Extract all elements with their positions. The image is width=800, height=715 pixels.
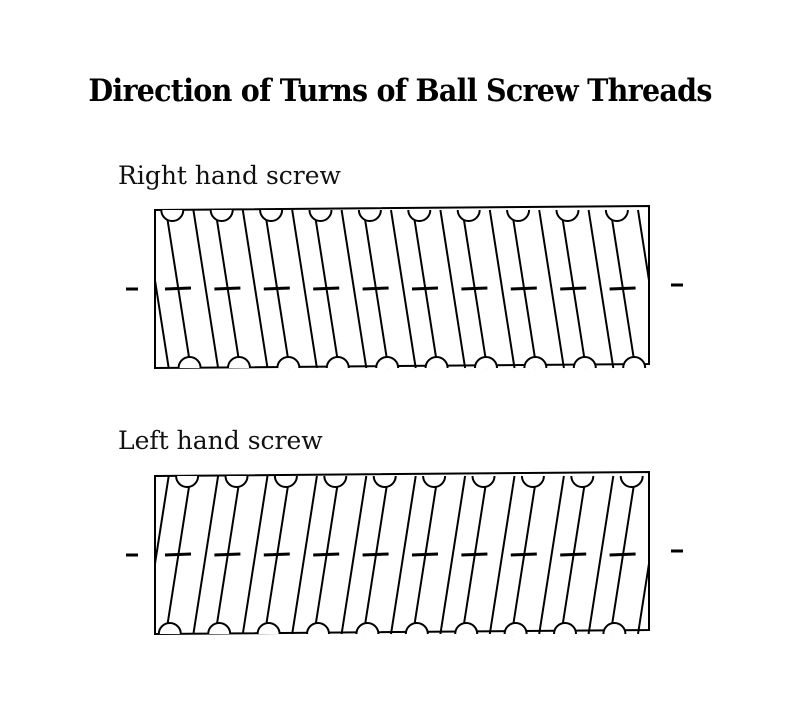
ball-groove-top [422, 475, 447, 488]
ball-groove-top [555, 209, 580, 222]
center-axis-dash [214, 552, 241, 557]
ball-groove-top [619, 475, 644, 488]
ball-groove-top [209, 209, 234, 222]
center-axis-dash [164, 286, 192, 291]
ball-groove-bottom [325, 356, 350, 369]
thread-groove-line [241, 475, 269, 635]
ball-groove-top [407, 209, 432, 222]
ball-groove-bottom [503, 622, 528, 635]
center-axis-dash [313, 552, 340, 557]
screw-body-outline [154, 204, 650, 370]
ball-groove-bottom [355, 622, 380, 635]
center-axis-dash [164, 552, 192, 557]
thread-groove-line [538, 475, 565, 635]
thread-groove-line [488, 475, 516, 635]
thread-groove-line [439, 209, 467, 369]
ball-groove-bottom [602, 622, 627, 635]
thread-groove-line [192, 209, 220, 369]
ball-groove-bottom [375, 356, 400, 369]
thread-groove-line [390, 209, 417, 369]
ball-groove-top [175, 475, 200, 488]
thread-groove-line [154, 280, 170, 369]
ball-groove-top [456, 209, 481, 222]
thread-groove-line [154, 475, 170, 564]
thread-groove-line [637, 563, 650, 635]
center-axis-dash [510, 286, 537, 291]
center-axis-dash [560, 552, 587, 557]
thread-groove-line [192, 475, 220, 635]
center-axis-dash [214, 286, 241, 291]
ball-groove-bottom [207, 622, 232, 635]
thread-groove-line [390, 475, 417, 635]
ball-groove-top [224, 475, 249, 488]
thread-groove-line [340, 475, 368, 635]
ball-groove-top [323, 475, 348, 488]
thread-groove-line [241, 209, 269, 369]
ball-groove-bottom [572, 356, 597, 369]
center-axis-dash [560, 286, 587, 291]
center-axis-dash [411, 286, 439, 291]
right-hand-screw-label: Right hand screw [118, 161, 341, 190]
center-axis-dash [362, 552, 389, 557]
thread-groove-line [587, 475, 615, 635]
ball-groove-bottom [523, 356, 548, 369]
ball-groove-bottom [473, 356, 498, 369]
ball-groove-top [520, 475, 545, 488]
center-axis-dash [510, 552, 537, 557]
ball-groove-top [570, 475, 595, 488]
ball-groove-bottom [226, 356, 251, 369]
ball-groove-bottom [177, 356, 202, 369]
right-hand-screw-diagram [126, 204, 683, 370]
ball-groove-bottom [306, 622, 331, 635]
ball-groove-top [471, 475, 496, 488]
ball-groove-top [372, 475, 397, 488]
center-axis-dash [362, 286, 389, 291]
thread-groove-line [439, 475, 467, 635]
ball-groove-top [273, 475, 298, 488]
thread-groove-line [488, 209, 516, 369]
thread-groove-line [587, 209, 615, 369]
ball-groove-bottom [404, 622, 429, 635]
thread-groove-line [291, 209, 318, 369]
screw-body-outline [154, 470, 650, 636]
ball-groove-top [308, 209, 333, 222]
ball-groove-bottom [622, 356, 647, 369]
ball-groove-top [506, 209, 531, 222]
center-axis-dash [411, 552, 439, 557]
center-axis-dash [609, 552, 636, 557]
center-axis-dash [263, 552, 290, 557]
page-title: Direction of Turns of Ball Screw Threads [88, 73, 712, 109]
thread-groove-line [291, 475, 318, 635]
center-axis-dash [263, 286, 290, 291]
thread-groove-line [538, 209, 565, 369]
ball-groove-bottom [454, 622, 479, 635]
left-hand-screw-diagram [126, 470, 683, 636]
ball-groove-bottom [256, 622, 281, 635]
thread-groove-line [340, 209, 368, 369]
ball-groove-bottom [157, 622, 182, 635]
center-axis-dash [313, 286, 340, 291]
ball-groove-bottom [276, 356, 301, 369]
ball-groove-top [604, 209, 629, 222]
left-hand-screw-label: Left hand screw [118, 426, 323, 455]
center-axis-dash [609, 286, 636, 291]
ball-groove-top [259, 209, 284, 222]
thread-groove-line [637, 209, 650, 281]
ball-groove-top [357, 209, 382, 222]
ball-groove-bottom [553, 622, 578, 635]
center-axis-dash [461, 286, 488, 291]
ball-groove-top [160, 209, 185, 222]
center-axis-dash [461, 552, 488, 557]
ball-groove-bottom [424, 356, 449, 369]
